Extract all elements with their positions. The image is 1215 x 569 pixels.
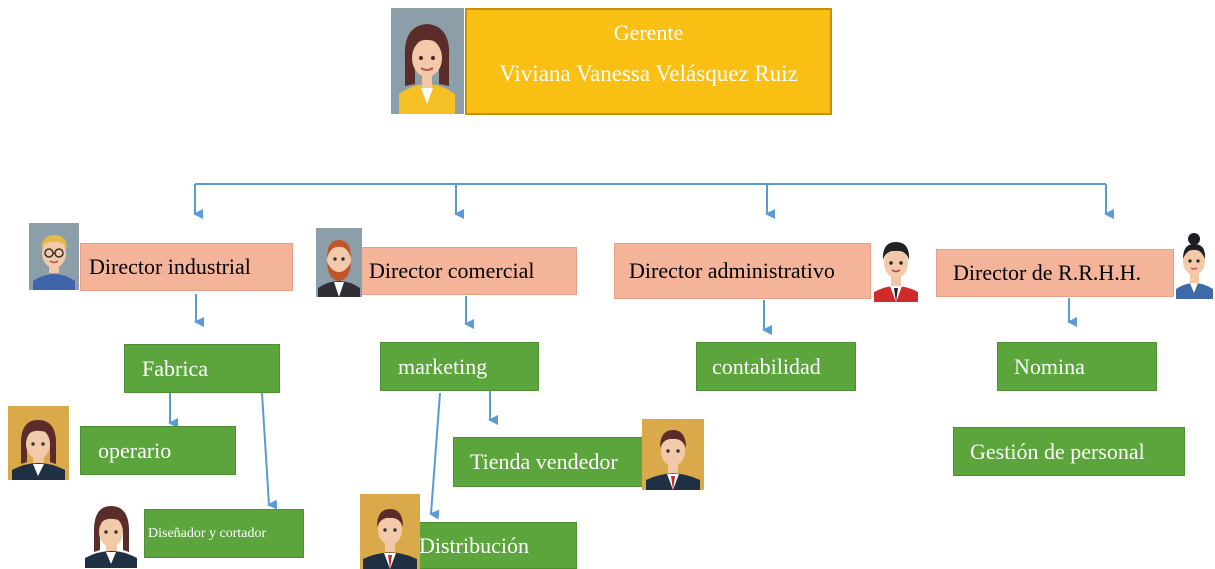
unit-contabilidad-box: contabilidad (696, 342, 856, 391)
unit-tienda-label: Tienda vendedor (470, 449, 618, 474)
unit-fabrica-label: Fabrica (142, 355, 208, 381)
unit-contabilidad-label: contabilidad (712, 353, 821, 379)
unit-marketing-box: marketing (380, 342, 539, 391)
unit-disenador-label: Diseñador y cortador (148, 525, 267, 541)
manager-avatar-icon (391, 8, 464, 114)
manager-name: Viviana Vanessa Velásquez Ruiz (499, 61, 798, 86)
unit-fabrica-box: Fabrica (124, 344, 280, 393)
director-administrativo-label: Director administrativo (629, 258, 835, 283)
connector-to-disenador (261, 392, 278, 510)
unit-gestion-box: Gestión de personal (953, 427, 1185, 476)
connector-to-distribucion (429, 392, 441, 520)
man-glasses-avatar-icon (29, 223, 79, 290)
director-administrativo-box: Director administrativo (614, 243, 871, 299)
man-red-suit-avatar-icon (871, 232, 921, 302)
director-industrial-label: Director industrial (89, 254, 251, 279)
unit-operario-box: operario (80, 426, 236, 475)
director-industrial-box: Director industrial (80, 243, 293, 291)
bearded-man-avatar-icon (316, 228, 362, 297)
unit-tienda-box: Tienda vendedor (453, 437, 643, 487)
worker-avatar-icon (360, 494, 420, 569)
director-comercial-box: Director comercial (361, 247, 577, 295)
worker-avatar-icon (8, 406, 69, 480)
worker-avatar-icon (80, 492, 142, 568)
manager-box: Gerente Viviana Vanessa Velásquez Ruiz (465, 8, 832, 115)
unit-distribucion-box: Distribución (416, 522, 577, 569)
unit-distribucion-label: Distribución (419, 532, 529, 558)
director-rrhh-box: Director de R.R.H.H. (936, 249, 1174, 297)
unit-nomina-label: Nomina (1014, 353, 1085, 379)
worker-avatar-icon (642, 419, 704, 490)
director-rrhh-label: Director de R.R.H.H. (953, 260, 1142, 285)
unit-gestion-label: Gestión de personal (970, 438, 1145, 464)
unit-operario-label: operario (98, 437, 172, 463)
director-comercial-label: Director comercial (369, 258, 535, 283)
woman-bun-avatar-icon (1174, 229, 1215, 299)
manager-role: Gerente (613, 20, 684, 45)
unit-nomina-box: Nomina (997, 342, 1157, 391)
unit-disenador-box: Diseñador y cortador (144, 509, 304, 558)
unit-marketing-label: marketing (398, 353, 488, 379)
